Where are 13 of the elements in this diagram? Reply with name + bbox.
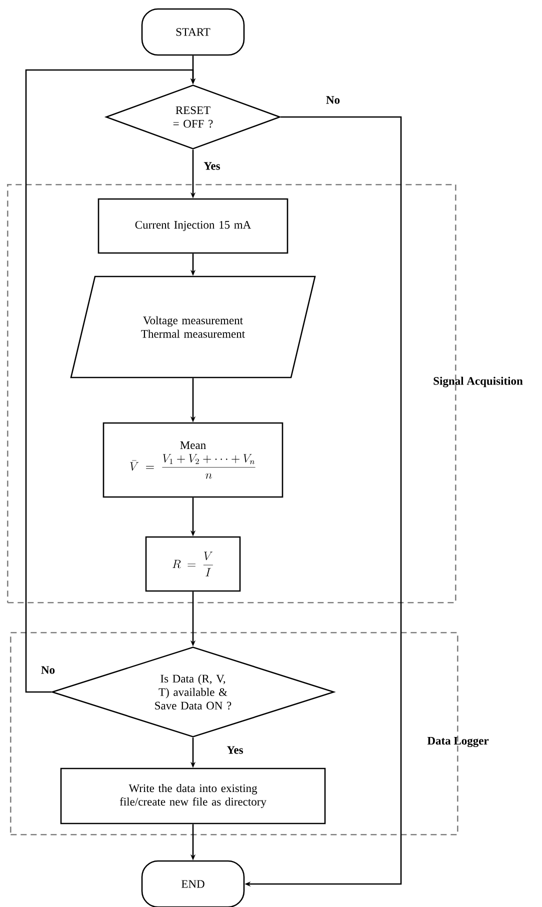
group-label: Signal Acquisition: [434, 376, 523, 388]
terminal-box: START: [141, 8, 245, 56]
edge-label: No: [326, 96, 340, 104]
terminal-box: END: [141, 860, 245, 907]
input-output-box: Voltage measurement Thermal measurement: [70, 276, 316, 378]
arrow: [25, 69, 196, 693]
process-box: Mean $\bar{V}=\frac{V_1+V_2+\cdots+V_n}{n}$: [102, 422, 284, 498]
process-box: $R=\frac{V}{I}$: [145, 536, 241, 592]
edge-label: Yes: [204, 162, 220, 170]
process-box: Current Injection 15 mA: [98, 198, 288, 254]
edge-label: Yes: [226, 746, 244, 754]
group-label: Data Logger: [427, 736, 489, 748]
process-box: Write the data into existing file/create new file as directory: [60, 768, 326, 824]
